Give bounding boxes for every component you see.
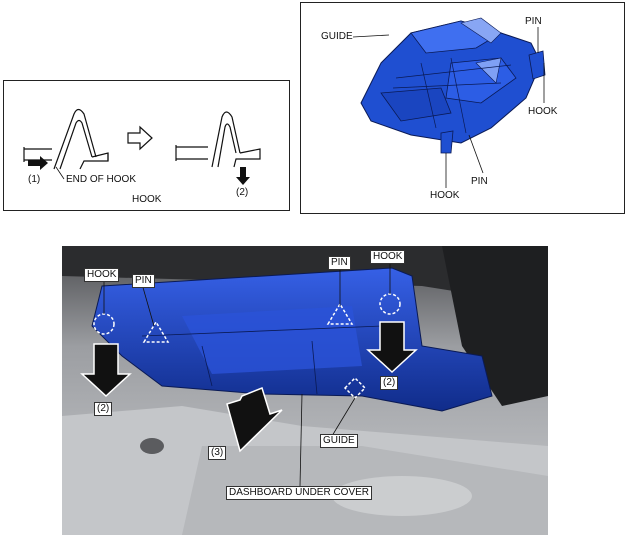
right-down-arrow-icon bbox=[366, 321, 418, 374]
guide-marker-icon bbox=[343, 376, 367, 400]
photo-hook-left-label: HOOK bbox=[84, 268, 120, 282]
photo-hook-right-label: HOOK bbox=[370, 250, 406, 264]
photo-pin-left-label: PIN bbox=[132, 274, 155, 288]
diagonal-arrow-icon bbox=[226, 387, 283, 453]
installation-photo-panel: HOOK PIN PIN HOOK (2) (2) (3) GUIDE DASH… bbox=[62, 246, 548, 535]
hook-caption: HOOK bbox=[132, 194, 162, 205]
part-diagram-panel: GUIDE PIN HOOK PIN HOOK bbox=[300, 2, 625, 214]
part-pin-bottom-label: PIN bbox=[471, 176, 488, 187]
step-1-label: (1) bbox=[28, 174, 41, 185]
hook-after-illustration bbox=[175, 111, 261, 168]
pull-down-arrow-icon bbox=[236, 167, 250, 185]
hook-detail-drawing bbox=[23, 108, 261, 185]
end-of-hook-label: END OF HOOK bbox=[66, 174, 137, 185]
part-hook-bottom-label: HOOK bbox=[430, 190, 460, 201]
left-pin-marker-icon bbox=[142, 320, 170, 343]
installation-photo-drawing bbox=[62, 246, 548, 535]
step-2-label: (2) bbox=[236, 187, 249, 198]
under-cover-part-drawing bbox=[352, 17, 546, 188]
part-guide-label: GUIDE bbox=[321, 31, 353, 42]
hook-detail-panel: (1) END OF HOOK (2) HOOK bbox=[3, 80, 290, 211]
end-of-hook-leader bbox=[55, 166, 65, 180]
photo-step2-right-label: (2) bbox=[380, 376, 399, 390]
photo-step2-left-label: (2) bbox=[94, 402, 113, 416]
part-pin-top-label: PIN bbox=[525, 16, 542, 27]
push-arrow-icon bbox=[28, 156, 48, 170]
left-down-arrow-icon bbox=[80, 343, 132, 398]
bottom-hook-tab bbox=[440, 130, 454, 154]
part-hook-right-label: HOOK bbox=[528, 106, 558, 117]
next-step-arrow-icon bbox=[127, 125, 153, 151]
photo-step3-label: (3) bbox=[208, 446, 227, 460]
center-pin-marker-icon bbox=[326, 302, 354, 325]
photo-pin-center-label: PIN bbox=[328, 256, 351, 270]
photo-cover-label: DASHBOARD UNDER COVER bbox=[226, 486, 373, 500]
photo-guide-label: GUIDE bbox=[320, 434, 358, 448]
